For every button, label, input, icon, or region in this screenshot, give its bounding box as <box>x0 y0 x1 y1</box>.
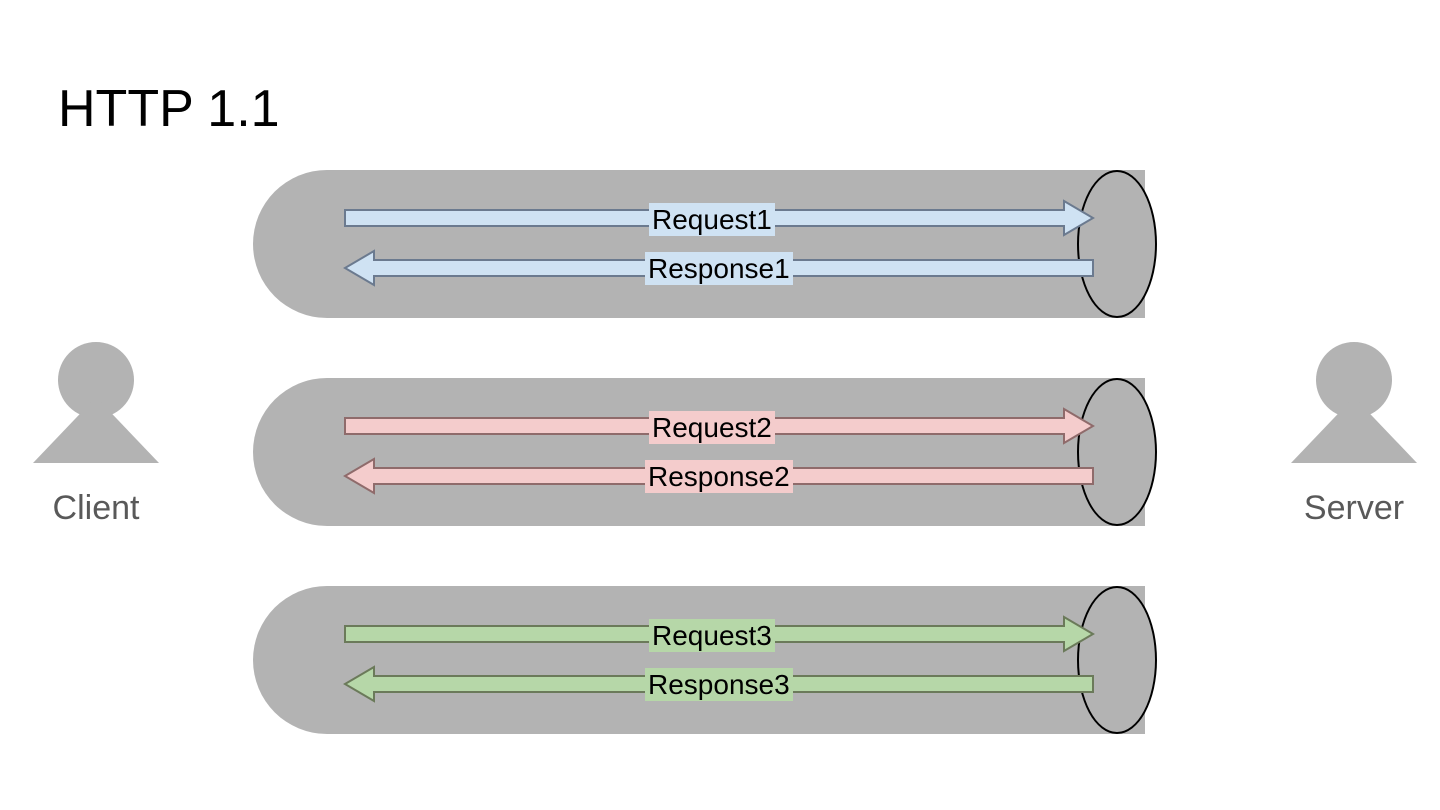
message-label-request-2: Request2 <box>649 411 775 444</box>
connection-pipe-2 <box>253 378 1157 526</box>
pipe-end-cap-ellipse <box>1077 170 1157 318</box>
pipe-body <box>253 378 1145 526</box>
actor-client-label: Client <box>52 489 140 527</box>
pipe-end-cap-ellipse <box>1077 586 1157 734</box>
message-label-response-1: Response1 <box>645 252 793 285</box>
message-label-request-1: Request1 <box>649 203 775 236</box>
message-label-response-3: Response3 <box>645 668 793 701</box>
pipe-body <box>253 586 1145 734</box>
connection-pipe-3 <box>253 586 1157 734</box>
actor-server-label: Server <box>1303 489 1405 527</box>
pipe-end-cap-ellipse <box>1077 378 1157 526</box>
actor-server: Server <box>1274 340 1434 527</box>
page-title: HTTP 1.1 <box>58 80 280 138</box>
actor-client: Client <box>16 340 176 527</box>
person-body-icon <box>33 397 159 463</box>
person-icon <box>1274 340 1434 480</box>
person-body-icon <box>1291 397 1417 463</box>
message-label-request-3: Request3 <box>649 619 775 652</box>
connection-pipe-1 <box>253 170 1157 318</box>
message-label-response-2: Response2 <box>645 460 793 493</box>
pipe-body <box>253 170 1145 318</box>
person-icon <box>16 340 176 480</box>
